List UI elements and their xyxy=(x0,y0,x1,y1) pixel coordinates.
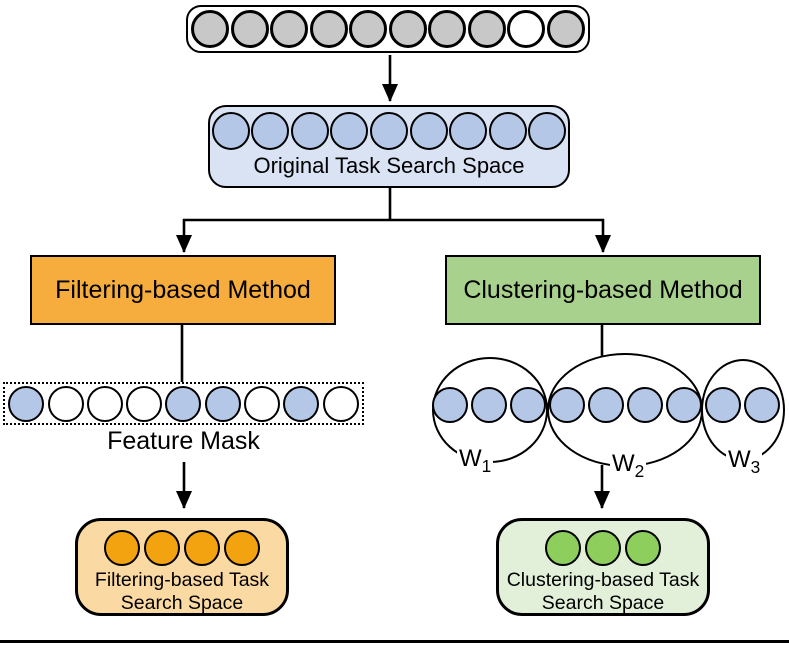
feature-circle-gray xyxy=(270,10,309,48)
original-task-search-space-box: Original Task Search Space xyxy=(208,105,570,188)
feature-circle-gray xyxy=(428,10,467,48)
feature-circle-blue xyxy=(211,112,250,150)
feature-circle-gray xyxy=(467,10,506,48)
filtering-method-label: Filtering-based Method xyxy=(55,275,311,304)
feature-circle-blue xyxy=(369,112,408,150)
feature-circle-orange xyxy=(184,530,220,566)
feature-circle-blue xyxy=(449,112,488,150)
feature-circle-blue xyxy=(8,385,45,422)
original-feature-row xyxy=(210,112,568,150)
feature-circle-white xyxy=(126,385,163,422)
feature-circle-blue xyxy=(627,387,663,423)
feature-circle-blue xyxy=(666,387,702,423)
feature-circle-gray xyxy=(388,10,427,48)
feature-circle-white xyxy=(244,385,281,422)
feature-circle-gray xyxy=(309,10,348,48)
feature-circle-blue xyxy=(409,112,448,150)
filtering-result-label-line2: Search Space xyxy=(120,591,244,614)
feature-circle-white xyxy=(86,385,123,422)
feature-circle-white xyxy=(507,10,546,48)
feature-circle-blue xyxy=(549,387,585,423)
feature-circle-blue xyxy=(471,387,507,423)
feature-circle-orange xyxy=(144,530,180,566)
clustering-method-label: Clustering-based Method xyxy=(463,275,743,304)
feature-circle-orange xyxy=(104,530,140,566)
clustering-result-label-line2: Search Space xyxy=(541,591,665,614)
cluster-feature-row xyxy=(432,387,780,423)
feature-circle-blue xyxy=(488,112,527,150)
feature-circle-blue xyxy=(528,112,567,150)
feature-circle-green xyxy=(625,530,661,566)
feature-circle-blue xyxy=(165,385,202,422)
filtering-task-search-space-box: Filtering-based Task Search Space xyxy=(75,518,289,616)
feature-circle-orange xyxy=(224,530,260,566)
feature-circle-blue xyxy=(510,387,546,423)
feature-circle-gray xyxy=(191,10,230,48)
feature-circle-green xyxy=(545,530,581,566)
feature-circle-blue xyxy=(588,387,624,423)
feature-circle-blue xyxy=(283,385,320,422)
feature-circle-blue xyxy=(204,385,241,422)
figure-bottom-rule xyxy=(0,640,789,643)
feature-mask-label: Feature Mask xyxy=(107,427,260,455)
filtering-method-box: Filtering-based Method xyxy=(30,255,336,325)
feature-circle-blue xyxy=(705,387,741,423)
filtering-result-row xyxy=(104,530,260,566)
feature-circle-blue xyxy=(290,112,329,150)
feature-circle-gray xyxy=(230,10,269,48)
feature-circle-gray xyxy=(546,10,585,48)
clustering-result-row xyxy=(545,530,661,566)
full-feature-row xyxy=(186,5,590,53)
clustering-result-label-line1: Clustering-based Task xyxy=(506,569,700,591)
feature-mask-box xyxy=(3,382,364,425)
feature-circle-blue xyxy=(330,112,369,150)
clustering-task-search-space-box: Clustering-based Task Search Space xyxy=(496,518,710,616)
filtering-result-label-line1: Filtering-based Task xyxy=(94,569,270,591)
feature-circle-blue xyxy=(432,387,468,423)
feature-circle-gray xyxy=(349,10,388,48)
original-task-search-space-label: Original Task Search Space xyxy=(253,153,525,178)
feature-circle-green xyxy=(585,530,621,566)
feature-circle-white xyxy=(322,385,359,422)
feature-circle-blue xyxy=(251,112,290,150)
cluster-label-w2: W2 xyxy=(610,450,647,481)
feature-circle-white xyxy=(47,385,84,422)
cluster-label-w1: W1 xyxy=(457,445,494,476)
cluster-label-w3: W3 xyxy=(726,446,763,477)
clustering-method-box: Clustering-based Method xyxy=(445,255,761,325)
feature-circle-blue xyxy=(744,387,780,423)
